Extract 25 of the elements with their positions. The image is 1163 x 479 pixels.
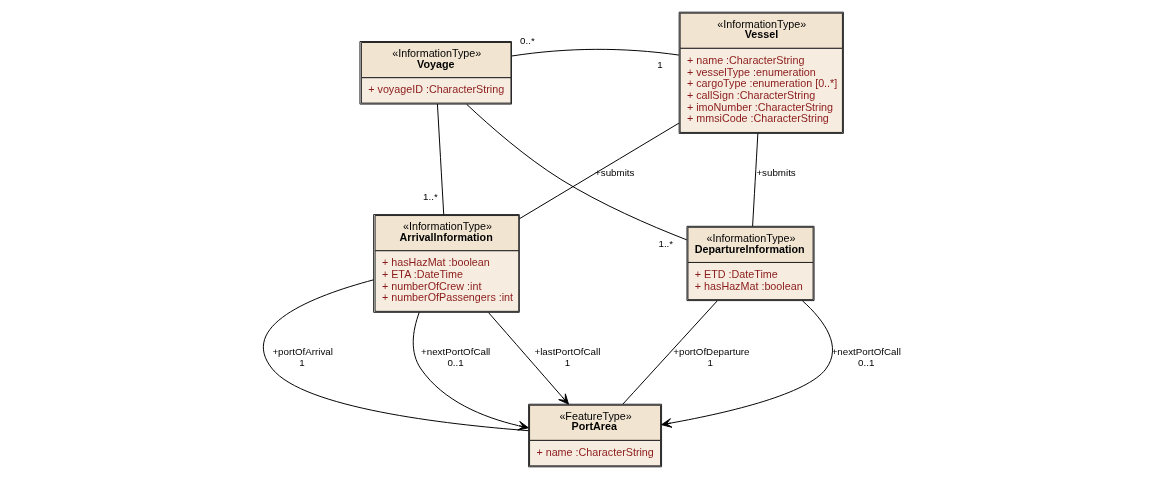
label: 1..* [422, 191, 438, 203]
label: 1 [564, 357, 570, 369]
edge-label: +lastPortOfCall [533, 346, 600, 358]
connector [621, 300, 718, 405]
edge-label: +portOfDeparture [672, 346, 750, 358]
edge-label: +nextPortOfCall [420, 346, 490, 358]
label: 0..* [519, 34, 535, 46]
connector [465, 103, 687, 241]
arrow [487, 312, 569, 405]
label: 0..1 [446, 357, 464, 369]
arrow [660, 300, 833, 428]
label: 1 [707, 357, 713, 369]
connector [518, 122, 679, 220]
edge-label: +submits [755, 167, 796, 179]
label: 1..* [657, 238, 673, 250]
label: 1 [656, 58, 663, 70]
label: 0..1 [857, 357, 874, 369]
edge-label: +submits [594, 167, 634, 179]
connector [510, 48, 679, 57]
edge-label: +portOfArrival [271, 346, 333, 358]
label: 1 [298, 357, 305, 369]
connector [262, 279, 529, 432]
connector [751, 133, 758, 227]
connector [436, 103, 444, 216]
arrow [412, 312, 529, 431]
